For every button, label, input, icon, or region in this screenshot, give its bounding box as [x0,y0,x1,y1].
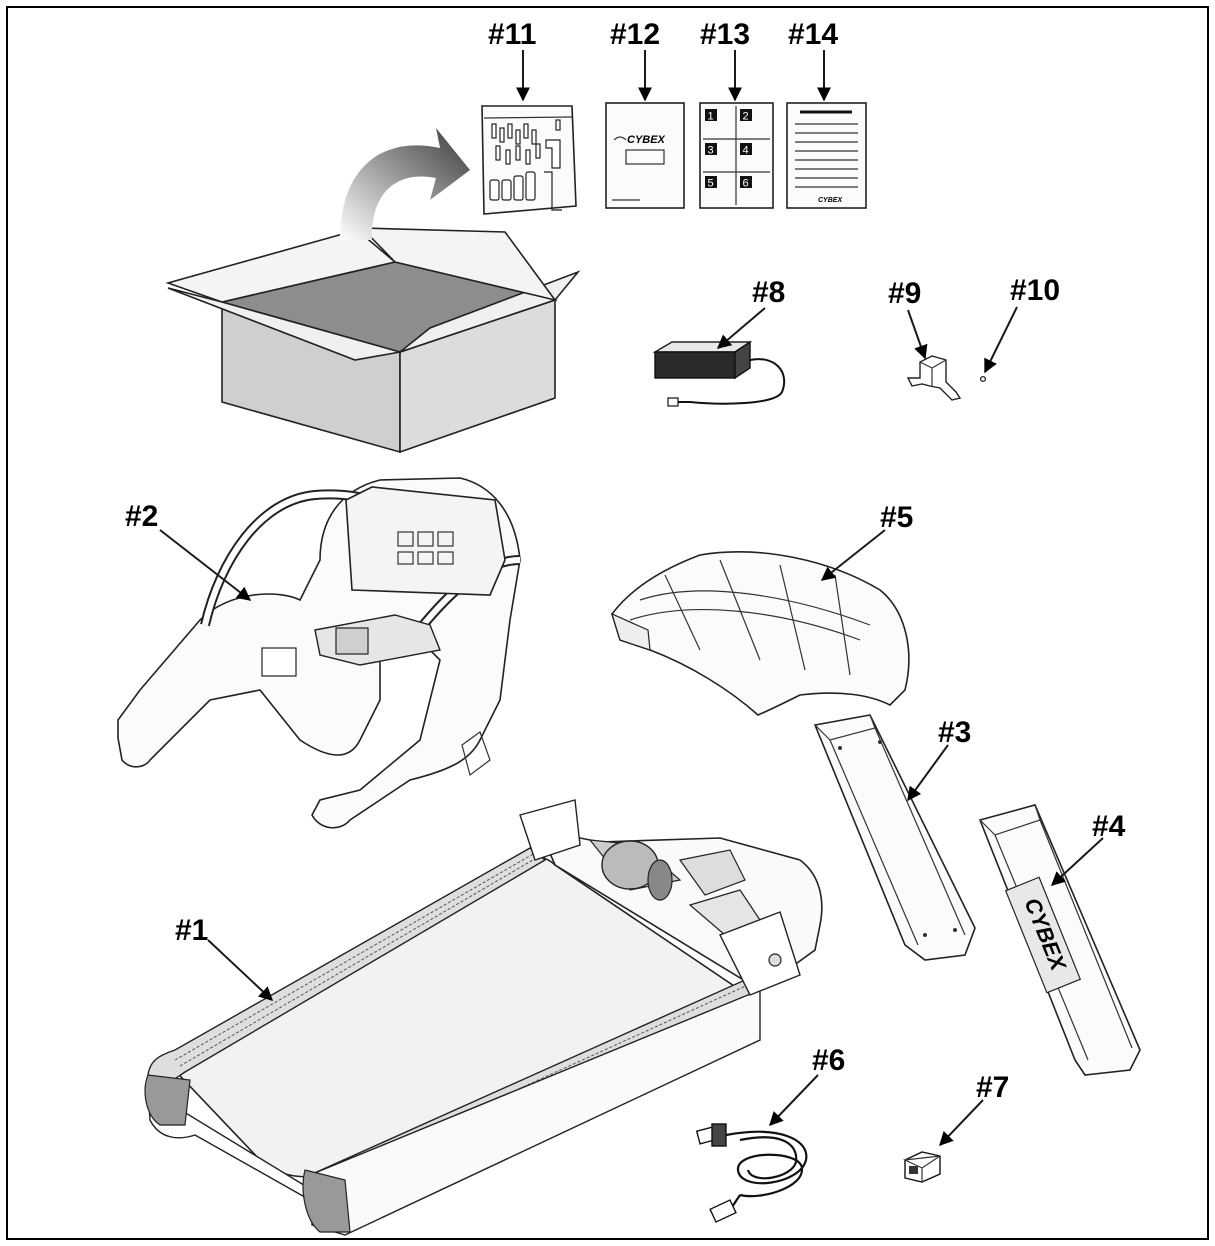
owners-manual: CYBEX [605,102,685,209]
callout-labels: #11 #12 #13 #14 #8 #9 #10 #2 #5 #3 #4 #1… [125,18,1126,1104]
card-cell-6: 6 [743,178,749,190]
card-cell-3: 3 [708,145,714,157]
callout-11: #11 [488,18,536,51]
card-cell-2: 2 [743,111,749,123]
manual-logo: CYBEX [627,134,666,146]
console-assembly [117,477,521,829]
card-cell-4: 4 [743,145,749,157]
unpack-arrow [340,128,470,240]
callout-5: #5 [880,501,913,534]
power-cord [695,1123,808,1223]
upright-cover-right: CYBEX [978,804,1141,1076]
card-cell-5: 5 [708,178,714,190]
mounting-bracket [906,355,962,401]
callout-10: #10 [1010,274,1060,307]
callout-6: #6 [812,1044,845,1077]
callout-8: #8 [752,276,785,309]
callout-9: #9 [888,277,921,310]
callout-14: #14 [788,18,838,51]
motor-hood [611,551,910,716]
quick-reference-card: 1 2 3 4 5 6 [699,102,774,209]
callout-7: #7 [976,1071,1009,1104]
warranty-sheet: CYBEX [786,102,867,209]
callout-1: #1 [175,914,208,947]
hardware-kit [481,105,577,215]
callout-2: #2 [125,500,158,533]
sheet-logo: CYBEX [818,197,843,204]
treadmill-base [144,799,825,1236]
callout-arrows [159,50,1104,1147]
screw [979,375,987,383]
card-cell-1: 1 [708,111,714,123]
rj45-coupler [902,1151,941,1183]
callout-4: #4 [1092,810,1126,843]
callout-13: #13 [700,18,750,51]
upright-cover-left [813,714,976,961]
callout-12: #12 [610,18,660,51]
callout-3: #3 [938,716,971,749]
